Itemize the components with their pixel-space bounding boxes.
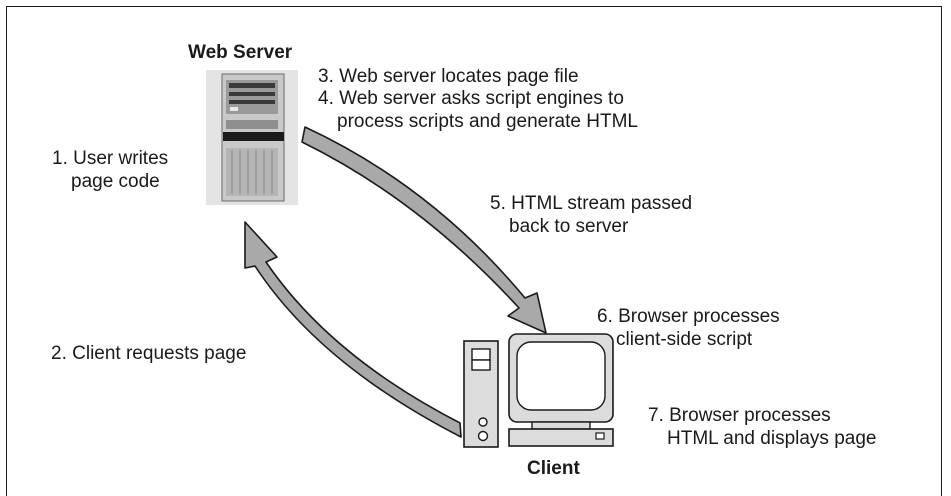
step-2-label: 2. Client requests page <box>51 343 247 364</box>
web-server-icon <box>206 70 298 205</box>
step-3-label: 3. Web server locates page file <box>318 66 579 87</box>
step-6-label: 6. Browser processes client-side script <box>597 306 780 350</box>
web-server-label: Web Server <box>188 42 293 63</box>
step-7-label: 7. Browser processes HTML and displays p… <box>648 405 877 449</box>
step-5-label: 5. HTML stream passed back to server <box>490 193 693 237</box>
arrow-client-to-server <box>244 221 462 438</box>
arrow-server-to-client <box>301 126 547 334</box>
client-label: Client <box>527 458 580 479</box>
client-computer-icon <box>463 333 614 448</box>
step-4-label: 4. Web server asks script engines to pro… <box>318 88 638 132</box>
step-1-label: 1. User writes page code <box>52 148 169 192</box>
diagram-frame <box>6 6 942 496</box>
